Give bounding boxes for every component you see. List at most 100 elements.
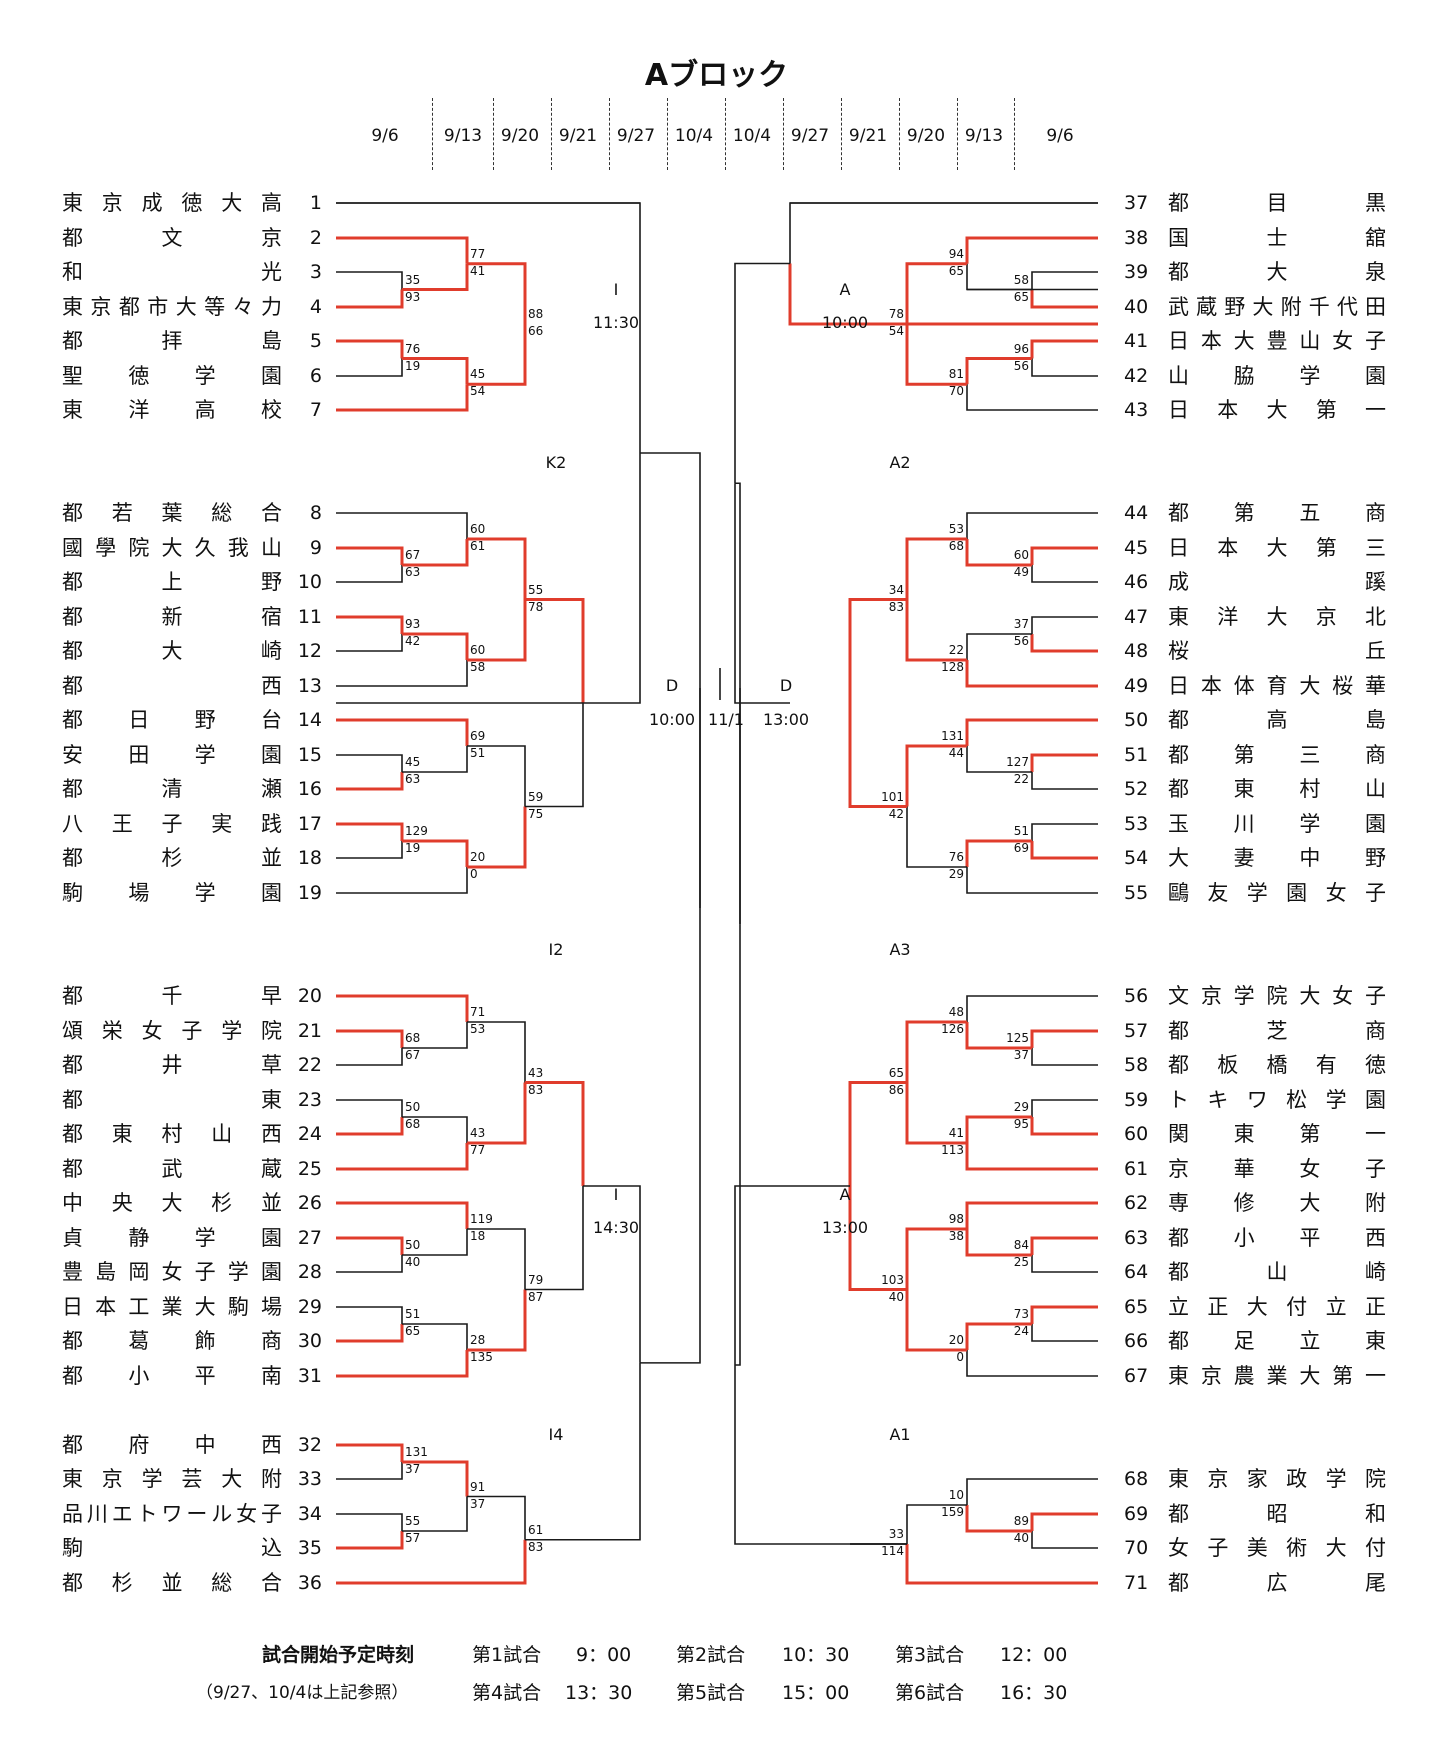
winner-path [525,1081,585,1186]
winner-path [848,1186,907,1291]
left-team-name: 都千早 [62,984,282,1008]
winner-path [905,262,967,324]
winner-path [467,262,527,324]
winner-path [1030,634,1098,653]
score-top: 78 [888,307,904,321]
bracket-line [734,262,790,484]
score-bottom: 135 [470,1350,493,1364]
score-bottom: 63 [405,565,421,579]
score-bottom: 54 [888,324,904,338]
bracket-line [402,512,468,539]
right-team-name: 都目黒 [1168,191,1386,215]
right-team-number: 69 [1124,1503,1149,1525]
score-top: 22 [948,643,964,657]
score-bottom: 61 [470,539,486,553]
score-top: 51 [1013,824,1029,838]
bracket-line [336,1306,403,1324]
score-top: 84 [1013,1238,1029,1252]
winner-path [965,1115,1032,1143]
right-team-name: 桜丘 [1168,639,1386,663]
left-team-number: 23 [297,1089,322,1111]
score-bottom: 67 [405,1048,421,1062]
bracket-line [1031,1255,1098,1273]
score-top: 68 [405,1031,421,1045]
right-team-number: 53 [1124,813,1149,835]
winner-path [467,1539,527,1585]
left-team-number: 17 [297,813,322,835]
left-team-name: 都拝島 [62,329,282,353]
right-team-name: 都広尾 [1168,1571,1386,1595]
right-team-name: 都芝商 [1168,1019,1386,1043]
score-bottom: 56 [1013,634,1029,648]
score-bottom: 69 [1013,841,1029,855]
left-team-name: 和光 [62,260,282,284]
bracket-line [1031,772,1098,790]
bracket-line [966,1478,1032,1505]
left-team-number: 31 [297,1365,322,1387]
right-team-name: 日本大第三 [1168,536,1386,560]
winner-path [336,1324,404,1343]
winner-path [905,1544,967,1585]
round-time: 14:30 [592,1218,640,1237]
bracket-line [336,1462,403,1480]
bracket-line [336,271,403,290]
winner-path [402,632,469,660]
left-team-name: 東洋高校 [62,398,282,422]
left-team-number: 13 [297,675,322,697]
winner-path [1030,1236,1098,1255]
winner-path [965,236,1098,264]
left-team-name: 聖徳学園 [62,364,282,388]
score-bottom: 78 [528,599,544,614]
score-bottom: 53 [470,1022,486,1036]
left-team-number: 32 [297,1434,322,1456]
score-top: 60 [470,643,486,657]
right-team-name: 日本大豊山女子 [1168,329,1386,353]
winner-path [965,1201,1032,1229]
score-bottom: 37 [1013,1048,1029,1062]
right-team-name: トキワ松学園 [1168,1088,1386,1112]
left-team-name: 安田学園 [62,743,282,767]
round-label-a: A [839,280,851,299]
round-label-a3: A3 [889,940,911,959]
game-4-time: 13：30 [565,1682,633,1704]
score-bottom: 128 [941,660,964,674]
bracket-line [336,1099,403,1117]
left-team-name: 都杉並総合 [62,1571,282,1595]
score-bottom: 25 [1013,1255,1029,1269]
score-bottom: 0 [956,1350,964,1364]
right-team-number: 62 [1124,1192,1149,1214]
winner-path [402,1143,469,1171]
right-team-name: 鷗友学園女子 [1168,881,1386,905]
score-top: 103 [881,1272,904,1287]
left-team-name: 中央大杉並 [62,1191,282,1215]
left-team-number: 21 [297,1020,322,1042]
score-bottom: 54 [470,384,486,399]
winner-path [965,1505,1032,1533]
bracket-line [402,867,468,894]
score-bottom: 83 [888,599,904,614]
right-team-name: 都小平西 [1168,1226,1386,1250]
score-bottom: 63 [405,772,421,786]
left-team-name: 豊島岡女子学園 [62,1260,282,1284]
score-top: 81 [948,367,964,382]
right-team-number: 38 [1124,227,1149,249]
bracket-line [336,565,403,583]
score-top: 59 [528,789,544,804]
right-team-name: 関東第一 [1168,1122,1386,1146]
bracket-line [336,841,403,859]
score-bottom: 65 [1013,289,1029,304]
right-team-number: 39 [1124,261,1149,283]
date-divider [899,98,900,170]
score-top: 45 [470,367,486,382]
right-team-number: 65 [1124,1296,1149,1318]
winner-path [1030,1029,1098,1048]
bracket-line [966,633,1032,660]
game-3-time: 12：00 [1000,1644,1068,1666]
right-team-name: 都第三商 [1168,743,1386,767]
left-team-number: 34 [297,1503,322,1525]
game-5-label: 第5試合 [676,1682,746,1704]
score-top: 77 [470,246,486,261]
score-bottom: 65 [405,1324,421,1338]
round-date: 9/20 [500,126,540,146]
